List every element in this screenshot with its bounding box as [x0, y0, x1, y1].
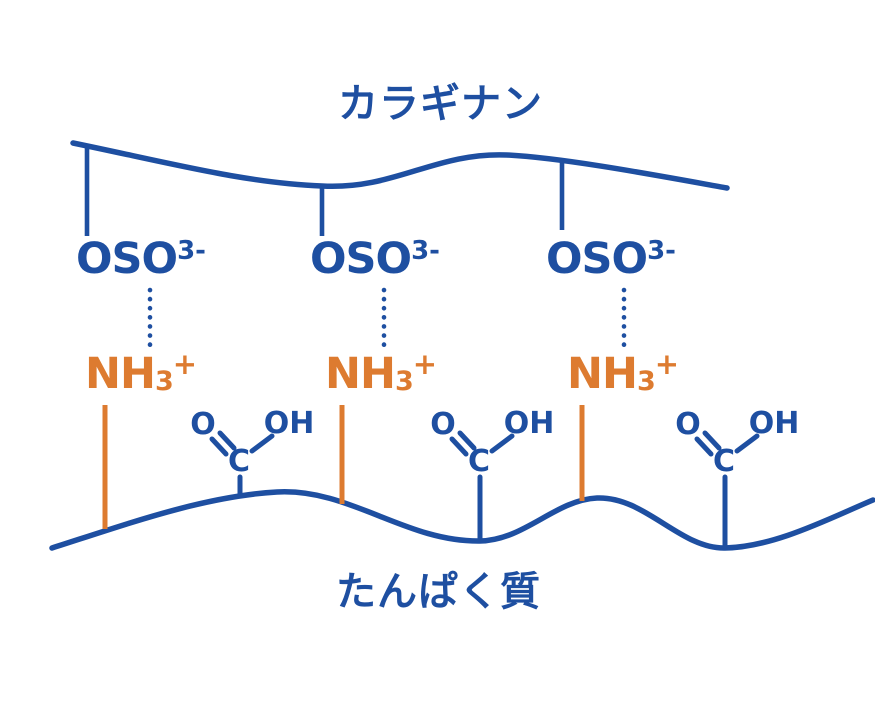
carboxyl3-hydroxyl-label: OH: [748, 406, 800, 441]
sulfate-formula: OSO: [76, 234, 178, 284]
ammonium-charge: +: [172, 347, 197, 381]
ammonium-charge: +: [412, 347, 437, 381]
sulfate-formula: OSO: [546, 234, 648, 284]
protein-chain-line: [49, 489, 875, 551]
ammonium-formula: NH: [325, 349, 396, 399]
ammonium-count: 3: [154, 366, 174, 397]
carboxyl2-double-bond-b: [457, 430, 477, 451]
protein-title: たんぱく質: [336, 569, 541, 615]
ammonium-formula: NH: [567, 349, 638, 399]
carrageenan-chain-line: [70, 140, 730, 191]
carboxyl1-oh-bond: [249, 433, 275, 454]
sulfate-charge: 3-: [177, 236, 206, 266]
sulfate-formula: OSO: [310, 234, 412, 284]
carboxyl1-oxygen-label: O: [190, 407, 216, 442]
ammonium-group-label-2: NH3+: [325, 350, 437, 397]
carboxyl3-carbon-label: C: [712, 444, 736, 479]
carboxyl1-carbon-label: C: [227, 444, 251, 479]
ammonium-count: 3: [636, 366, 656, 397]
sulfate-group-label-2: OSO3-: [310, 238, 440, 281]
sulfate-group-label-3: OSO3-: [546, 238, 676, 281]
carboxyl1-hydroxyl-label: OH: [263, 406, 315, 441]
carboxyl2-oh-bond: [489, 433, 515, 454]
carboxyl1-double-bond-b: [217, 430, 237, 451]
sulfate-group-label-1: OSO3-: [76, 238, 206, 281]
ammonium-count: 3: [394, 366, 414, 397]
carboxyl3-oxygen-label: O: [675, 407, 701, 442]
ammonium-group-label-1: NH3+: [85, 350, 197, 397]
ammonium-formula: NH: [85, 349, 156, 399]
sulfate-charge: 3-: [647, 236, 676, 266]
carboxyl3-oh-bond: [734, 433, 760, 454]
ammonium-group-label-3: NH3+: [567, 350, 679, 397]
carboxyl1-double-bond-a: [209, 436, 229, 457]
carboxyl2-carbon-label: C: [467, 444, 491, 479]
ammonium-charge: +: [654, 347, 679, 381]
carboxyl2-hydroxyl-label: OH: [503, 406, 555, 441]
carboxyl3-double-bond-b: [702, 430, 722, 451]
carboxyl3-double-bond-a: [694, 436, 714, 457]
sulfate-charge: 3-: [411, 236, 440, 266]
carboxyl2-oxygen-label: O: [430, 407, 456, 442]
carboxyl2-double-bond-a: [449, 436, 469, 457]
carrageenan-title: カラギナン: [338, 81, 543, 127]
